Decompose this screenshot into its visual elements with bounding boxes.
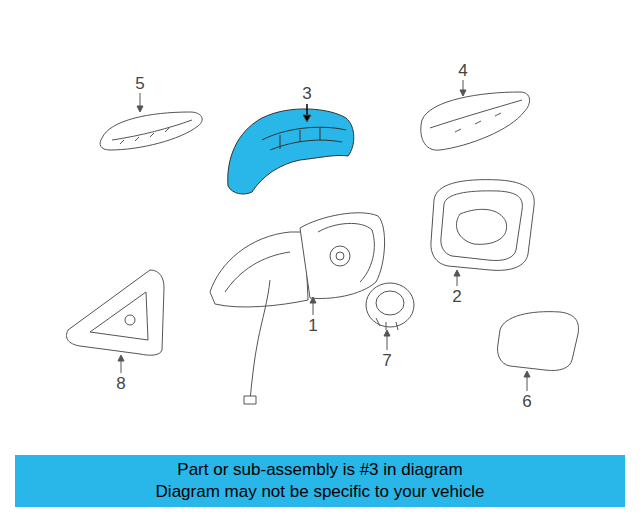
banner-text: Part or sub-assembly is #3 in diagram xyxy=(177,459,462,481)
banner-text: Diagram may not be specific to your vehi… xyxy=(156,481,485,503)
callout-number: 1 xyxy=(308,317,317,334)
callout-number: 3 xyxy=(302,85,311,102)
callout-number: 6 xyxy=(522,393,531,410)
info-banner: Part or sub-assembly is #3 in diagramDia… xyxy=(15,455,625,507)
callout-number: 2 xyxy=(452,288,461,305)
callout-number: 4 xyxy=(458,62,467,79)
callout-number: 7 xyxy=(382,352,391,369)
callout-number: 8 xyxy=(116,375,125,392)
callout-number: 5 xyxy=(135,75,144,92)
